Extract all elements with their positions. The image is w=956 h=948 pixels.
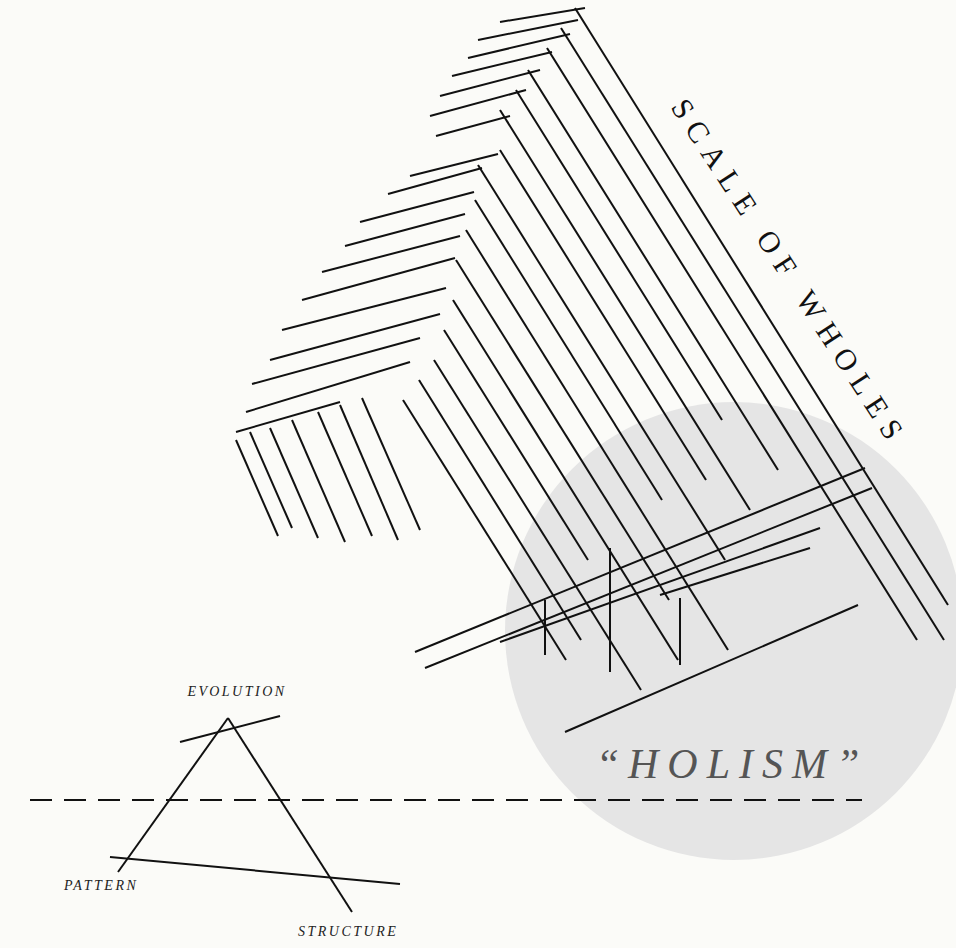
triangle-figure [110, 716, 400, 912]
hatch-line [478, 165, 725, 560]
shelf-line [425, 488, 872, 668]
hatch-line [252, 338, 420, 384]
scale-label: SCALE OF WHOLES [665, 92, 915, 452]
holism-title: “HOLISM” [596, 743, 869, 785]
hatch-line [250, 432, 292, 528]
circle-shape [505, 402, 956, 860]
hatch-line [410, 154, 498, 176]
hatch-line [436, 116, 510, 136]
dashed-horizon [30, 799, 862, 801]
hatch-line [302, 258, 455, 300]
upright-line [609, 548, 611, 672]
shelf-line [660, 548, 810, 595]
upright-line [544, 600, 546, 655]
hatch-line [322, 236, 460, 272]
hatch-line [500, 150, 706, 480]
triangle-side [228, 718, 352, 912]
hatch-line [362, 398, 420, 530]
upright-line [679, 598, 681, 665]
scale-line [547, 48, 917, 640]
hatch-line [453, 300, 678, 660]
hatch-line [434, 360, 641, 690]
shelf-line [500, 528, 820, 642]
hatch-line [440, 70, 540, 96]
shelf-line [415, 468, 865, 652]
circle-fill [505, 402, 956, 860]
hatch-line [444, 330, 588, 560]
hatch-line [292, 420, 345, 542]
hatch-line [528, 70, 778, 470]
shelf-line [565, 605, 858, 732]
hatch-line [468, 34, 570, 58]
hatch-line [360, 192, 474, 222]
hatch-line [478, 20, 578, 40]
hatch-line [388, 168, 482, 194]
vertex-label: STRUCTURE [298, 924, 398, 941]
hatch-line [500, 8, 585, 22]
hatch-line [419, 380, 581, 640]
triangle-crossbar [180, 716, 280, 742]
scale-line [575, 8, 948, 605]
hatch-line [318, 412, 372, 536]
hatch-line [345, 214, 465, 246]
hatch-line [236, 440, 278, 536]
triangle-side [110, 857, 400, 884]
hatch-line [282, 288, 446, 330]
vertex-label: EVOLUTION [188, 684, 287, 701]
holism-circle: “HOLISM” [505, 402, 956, 860]
hatch-group [236, 8, 948, 732]
triangle-side [118, 718, 228, 872]
hatch-line [452, 52, 552, 76]
hatch-line [475, 200, 662, 500]
vertex-label: PATTERN [64, 878, 138, 895]
hatch-line [270, 314, 440, 360]
hatch-line [270, 428, 318, 538]
scale-line [561, 28, 944, 640]
hatch-line [340, 405, 398, 540]
hatch-line [456, 260, 669, 600]
hatch-line [430, 90, 526, 116]
